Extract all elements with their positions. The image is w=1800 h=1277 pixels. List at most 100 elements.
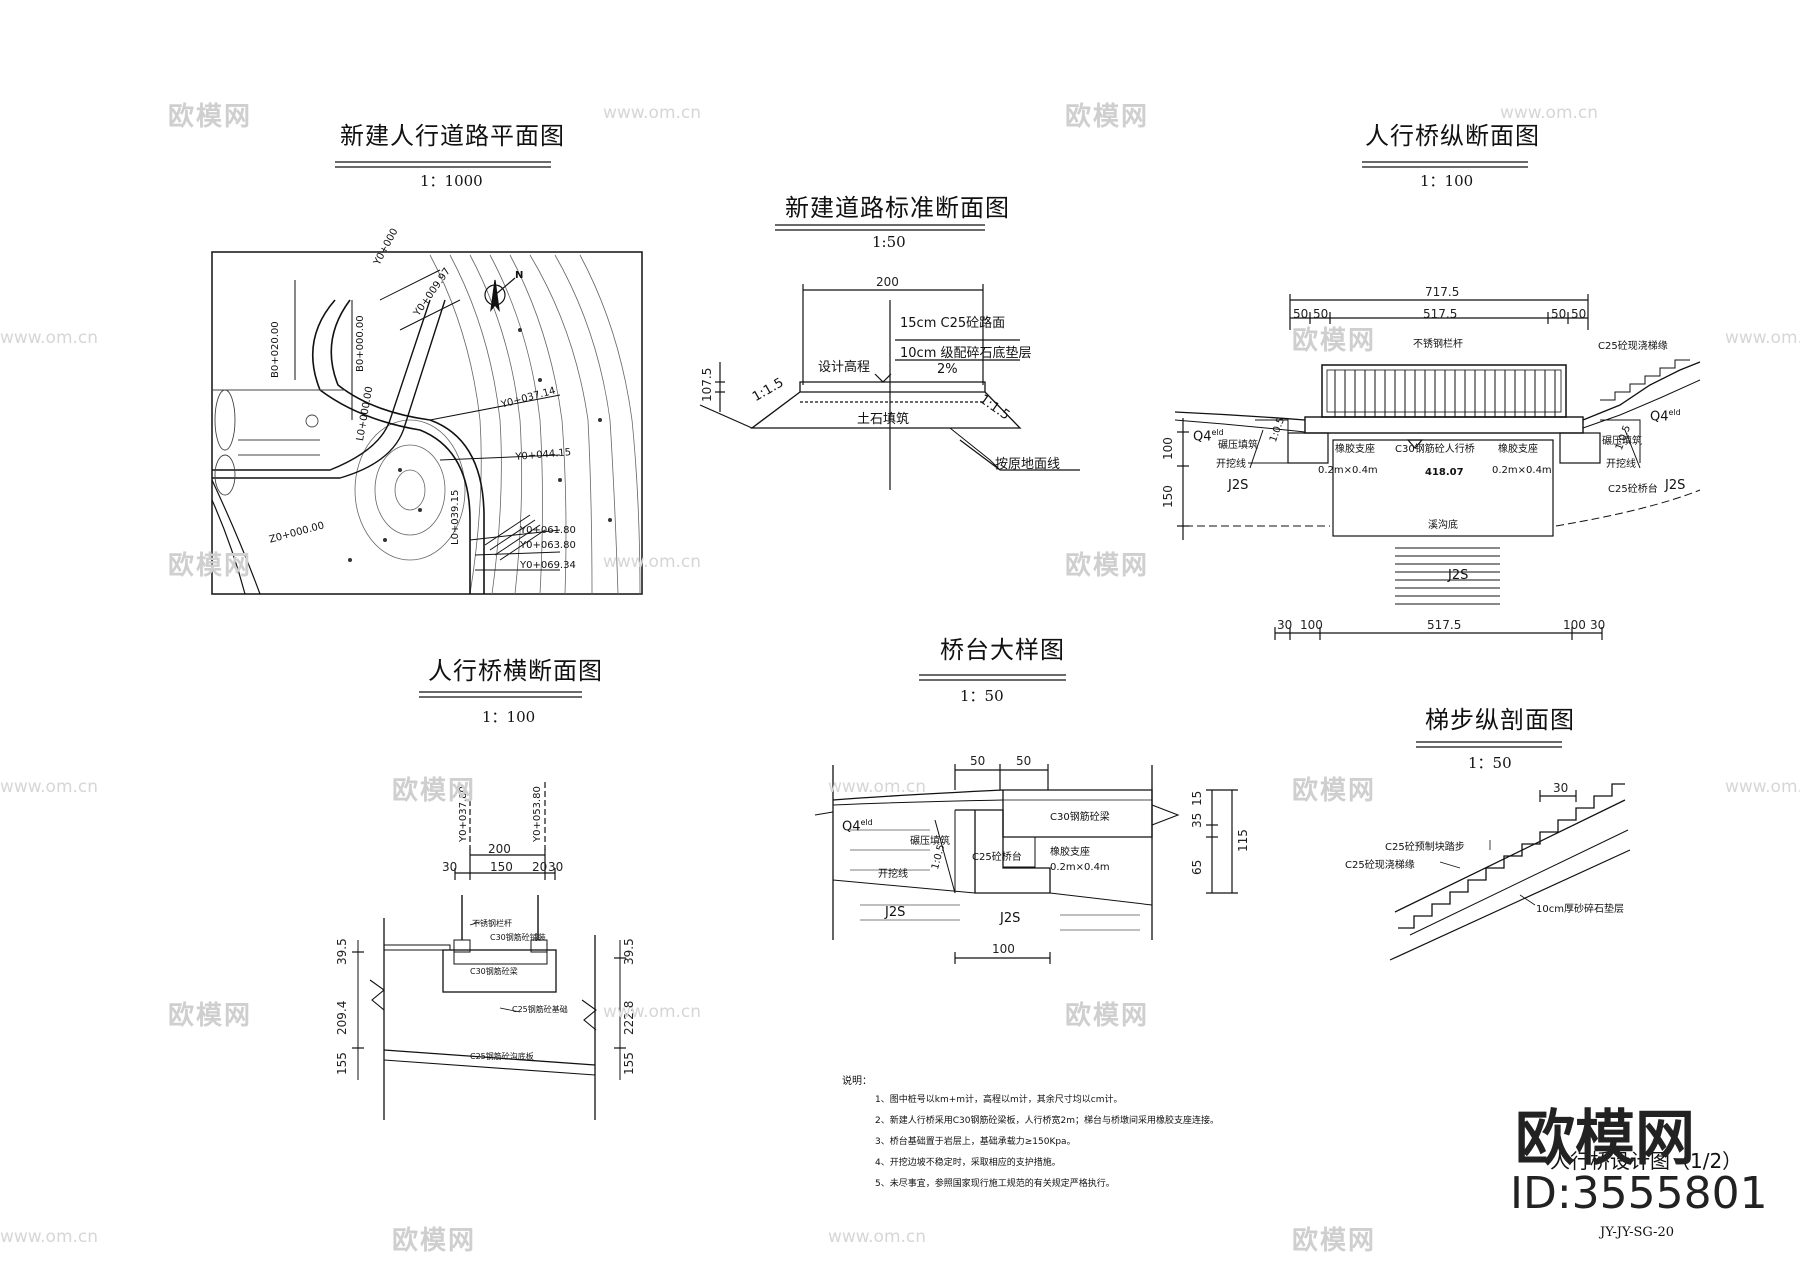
height-dim: 107.5 xyxy=(700,367,714,402)
watermark-brand: 欧模网 xyxy=(168,551,253,581)
notes-heading: 说明： xyxy=(842,1076,872,1087)
watermark-brand: 欧模网 xyxy=(1065,551,1150,581)
height-dim: 209.4 xyxy=(335,1000,349,1035)
base-label: C25钢筋砼基础 xyxy=(512,1005,568,1014)
q4-label: Q4eld xyxy=(1193,428,1224,445)
long-section xyxy=(1174,294,1701,640)
watermark-brand: 欧模网 xyxy=(1292,776,1377,806)
standard-section-scale: 1:50 xyxy=(872,233,906,251)
elevation-label: 418.07 xyxy=(1425,467,1464,478)
beam-label: C30钢筋砼梁 xyxy=(470,967,518,976)
beam-label: C30钢筋砼人行桥 xyxy=(1395,444,1475,455)
note-item: 5、未尽事宜，参照国家现行施工规范的有关规定严格执行。 xyxy=(875,1179,1115,1189)
sheet-name: 人行桥设计图（1/2） xyxy=(1550,1149,1743,1173)
dim: 15 xyxy=(1190,790,1204,806)
right-fill-label: 碾压填筑 xyxy=(1602,436,1642,447)
deck-label: C30钢筋砼铺装 xyxy=(490,933,546,942)
height-dim: 100 xyxy=(1161,437,1175,460)
left-fill-label: 碾压填筑 xyxy=(1218,440,1258,451)
station-label: B0+020.00 xyxy=(270,321,281,378)
station-label: B0+000.00 xyxy=(355,315,366,372)
dim: 150 xyxy=(490,860,513,874)
station-label: Y0+069.34 xyxy=(520,560,576,571)
q4-label: Q4eld xyxy=(842,818,873,835)
plan-title: 新建人行道路平面图 xyxy=(340,122,565,150)
j2s-label: J2S xyxy=(1000,911,1021,926)
watermark-url: www.om.cn xyxy=(1500,103,1599,123)
dim: 30 xyxy=(442,860,458,874)
height-dim: 155 xyxy=(335,1052,349,1075)
bearing-left-size: 0.2m×0.4m xyxy=(1318,465,1378,476)
abutment-scale: 1：50 xyxy=(960,687,1004,705)
watermark-url: www.om.cn xyxy=(1725,328,1800,348)
north-arrow-icon xyxy=(484,277,516,313)
dim: 30 xyxy=(548,860,564,874)
watermark-brand: 欧模网 xyxy=(392,1226,477,1256)
stair-note: 10cm厚砂碎石垫层 xyxy=(1536,904,1624,915)
j2s-label: J2S xyxy=(1665,478,1686,493)
stair-title: 梯步纵剖面图 xyxy=(1425,706,1575,734)
fill-label: 土石填筑 xyxy=(857,412,910,427)
dim: 100 xyxy=(1300,618,1323,632)
height-dim: 39.5 xyxy=(335,938,349,965)
watermark-url: www.om.cn xyxy=(828,777,927,797)
watermark-brand: 欧模网 xyxy=(1292,1226,1377,1256)
dim: 50 xyxy=(1571,307,1587,321)
dim: 200 xyxy=(488,842,511,856)
stair-section xyxy=(1389,783,1631,961)
dim: 35 xyxy=(1190,812,1204,828)
cross-section-scale: 1：100 xyxy=(482,708,536,726)
j2s-label: J2S xyxy=(1448,568,1469,583)
long-section-title: 人行桥纵断面图 xyxy=(1365,122,1540,150)
q4-right-label: Q4eld xyxy=(1650,408,1681,425)
section-width: 200 xyxy=(876,275,899,289)
cross-section xyxy=(352,782,626,1120)
watermark-url: www.om.cn xyxy=(603,552,702,572)
dim-mid: 517.5 xyxy=(1423,307,1458,321)
watermark-url: www.om.cn xyxy=(1725,777,1800,797)
cut-label: 开挖线 xyxy=(878,869,908,880)
dim: 50 xyxy=(1293,307,1309,321)
stair-scale: 1：50 xyxy=(1468,754,1512,772)
j2s-label: J2S xyxy=(1228,478,1249,493)
left-cut-label: 开挖线 xyxy=(1216,459,1246,470)
watermark-url: www.om.cn xyxy=(0,328,99,348)
watermark-brand: 欧模网 xyxy=(1292,326,1377,356)
fill-label: 碾压填筑 xyxy=(910,836,950,847)
watermark-brand: 欧模网 xyxy=(1065,1001,1150,1031)
design-elevation-label: 设计高程 xyxy=(818,360,871,375)
ground-line-label: 按原地面线 xyxy=(995,457,1061,472)
abutment-detail xyxy=(814,764,1238,964)
dim: 50 xyxy=(1313,307,1329,321)
standard-section xyxy=(699,284,1080,490)
sheet-code: JY-JY-SG-20 xyxy=(1600,1225,1674,1240)
rail-label: 不锈钢栏杆 xyxy=(472,919,512,928)
height-dim: 150 xyxy=(1161,485,1175,508)
watermark-brand: 欧模网 xyxy=(168,1001,253,1031)
station-label: Y0+063.80 xyxy=(520,540,576,551)
dim: 50 xyxy=(1016,754,1032,768)
long-section-scale: 1：100 xyxy=(1420,172,1474,190)
riverbed-label: 溪沟底 xyxy=(1428,520,1458,531)
dim: 30 xyxy=(1277,618,1293,632)
dim: 30 xyxy=(1590,618,1606,632)
stair-note: C25砼现浇梯缘 xyxy=(1345,860,1415,871)
watermark-brand: 欧模网 xyxy=(168,102,253,132)
note-item: 4、开挖边坡不稳定时，采取相应的支护措施。 xyxy=(875,1158,1061,1168)
dim: 65 xyxy=(1190,859,1204,875)
title-underlines xyxy=(335,161,1562,748)
bearing-size-label: 0.2m×0.4m xyxy=(1050,862,1110,873)
abutment-label: C25砼桥台 xyxy=(972,852,1022,863)
dim: 20 xyxy=(532,860,548,874)
watermark-url: www.om.cn xyxy=(0,777,99,797)
bearing-right-label: 橡胶支座 xyxy=(1498,444,1538,455)
watermark-brand: 欧模网 xyxy=(1065,102,1150,132)
dim: 100 xyxy=(1563,618,1586,632)
height-dim: 155 xyxy=(622,1052,636,1075)
station-label: L0+039.15 xyxy=(450,489,461,545)
bottom-label: C25钢筋砼沟底板 xyxy=(470,1052,534,1061)
note-item: 1、图中桩号以km+m计，高程以m计，其余尺寸均以cm计。 xyxy=(875,1095,1123,1105)
plan-scale: 1：1000 xyxy=(420,172,483,190)
note-item: 2、新建人行桥采用C30钢筋砼梁板，人行桥宽2m；梯台与桥墩间采用橡胶支座连接。 xyxy=(875,1116,1219,1126)
